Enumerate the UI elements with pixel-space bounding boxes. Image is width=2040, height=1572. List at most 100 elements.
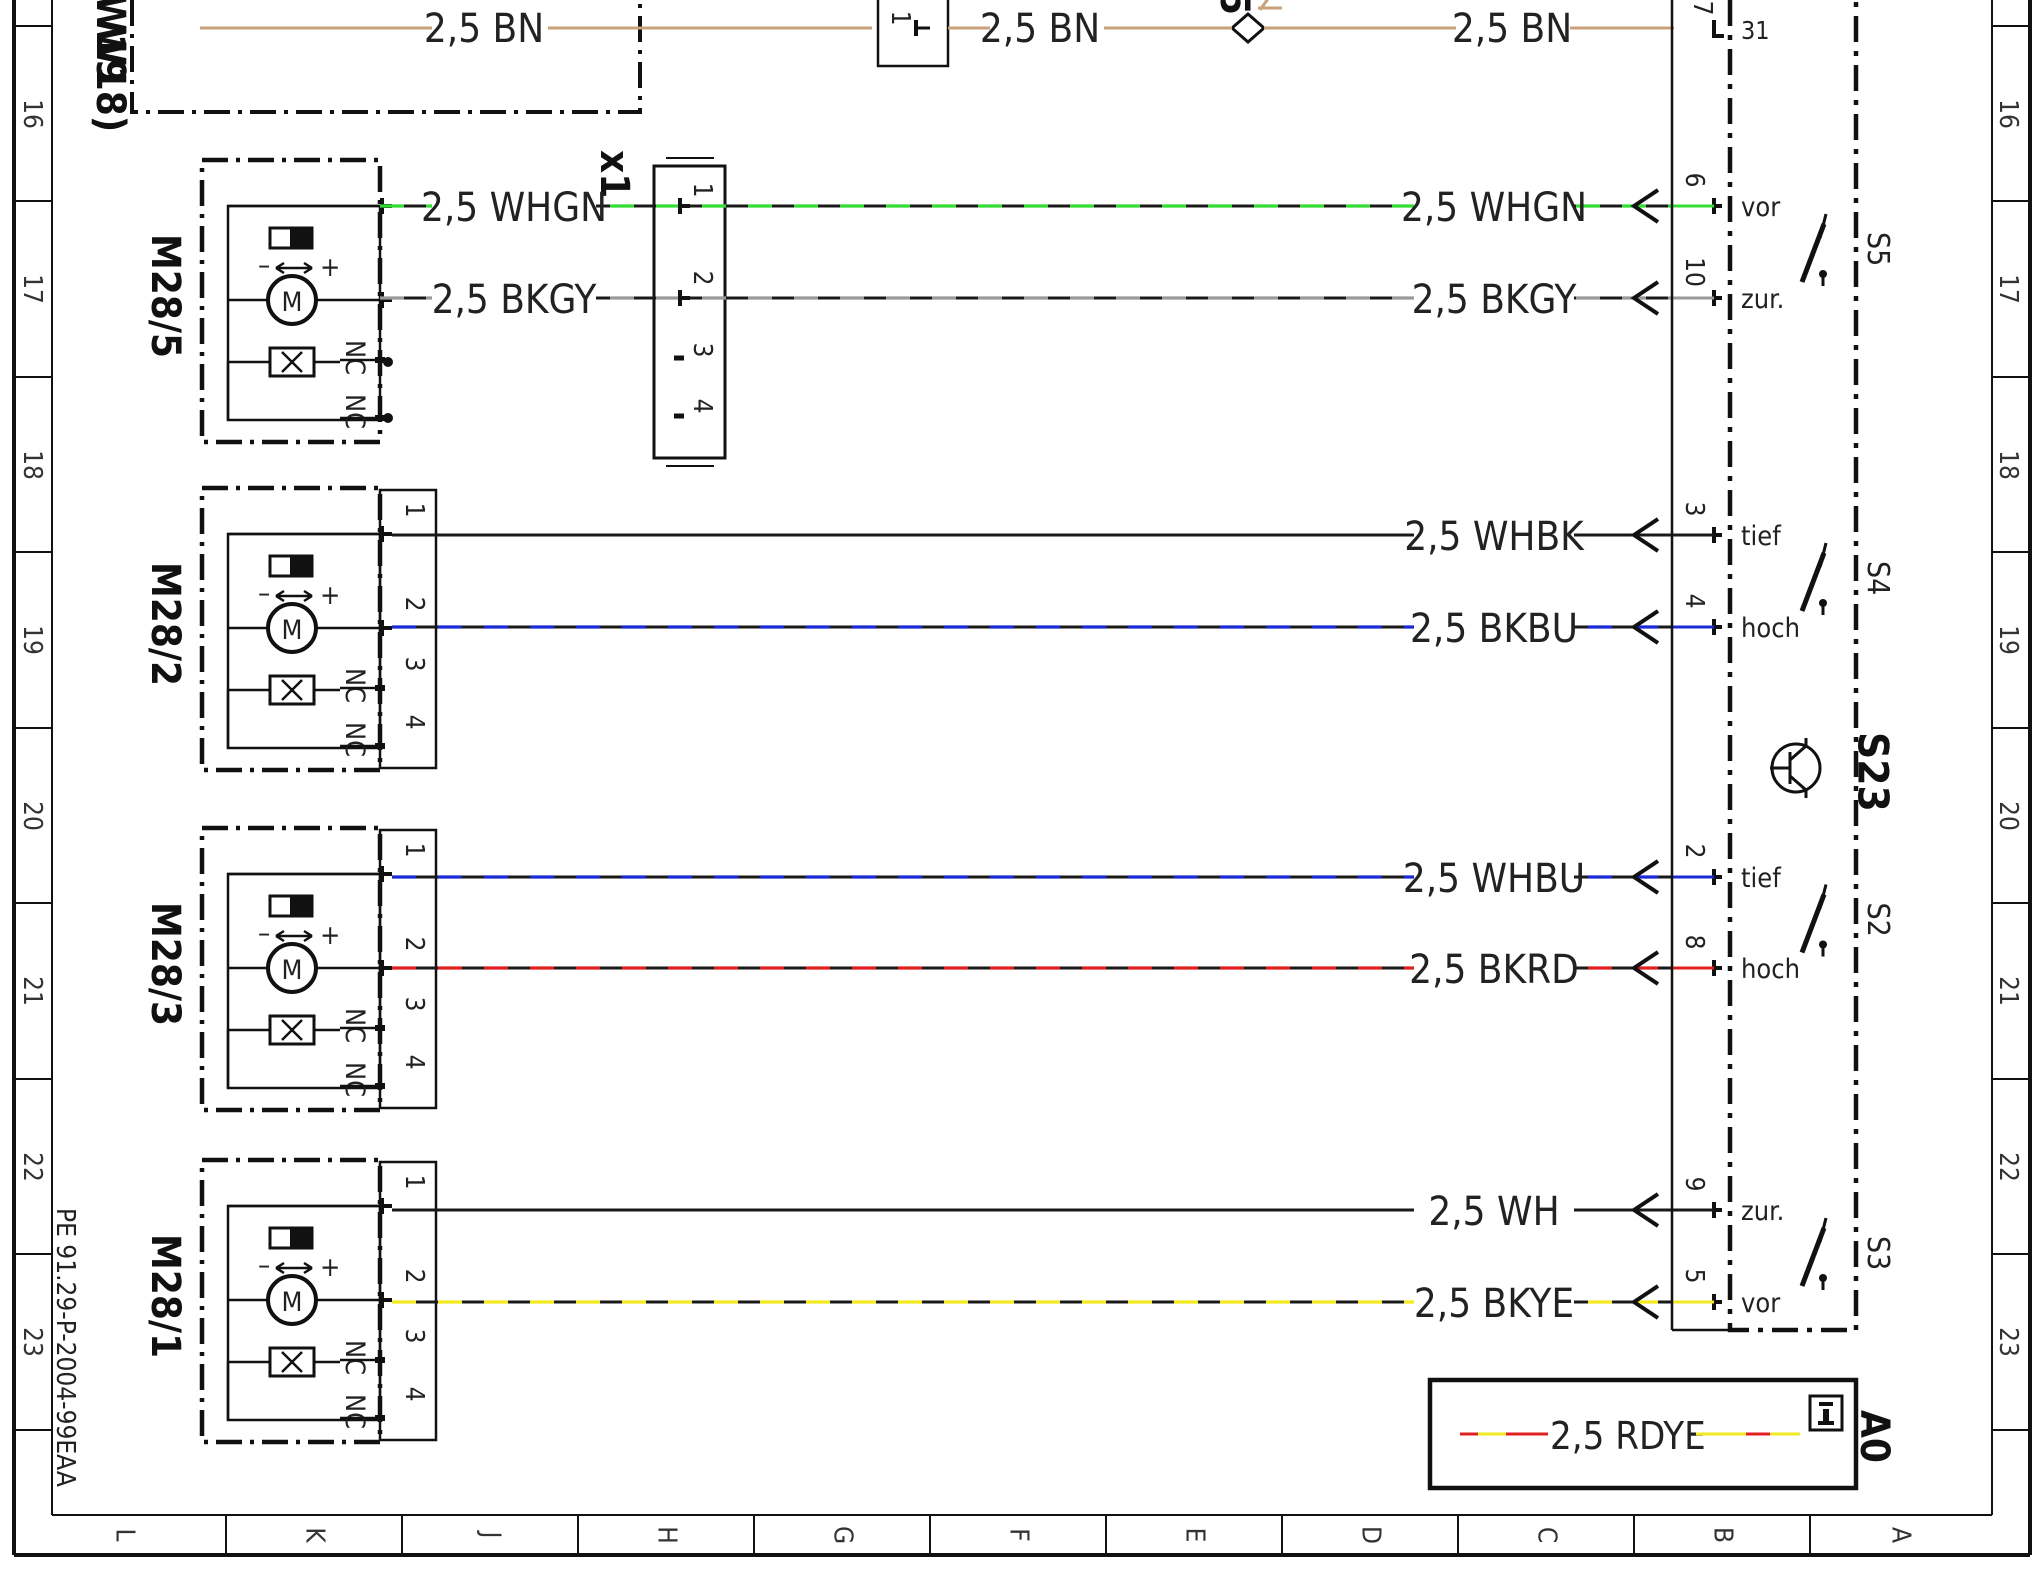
switch-contact-icon: S4	[1799, 542, 1895, 615]
plug-arrow-icon	[1630, 950, 1660, 986]
pin-nc-label: NC	[339, 722, 370, 757]
component-ref-partial: 5	[1211, 0, 1257, 15]
plus-sign: +	[320, 1252, 340, 1283]
component-ref-w19: W19	[87, 0, 133, 84]
switch-contact-icon: S3	[1799, 1217, 1895, 1290]
wire-label-left: 2,5 WHGN	[421, 185, 607, 231]
switch-ref: S3	[1860, 1236, 1895, 1270]
column-letter: C	[1532, 1527, 1562, 1543]
row-number-left: 23	[17, 1327, 47, 1357]
wire-label: 2,5 WHGN	[1401, 185, 1587, 231]
pin-bracket	[914, 20, 1724, 38]
column-letter: D	[1356, 1526, 1386, 1544]
solenoid-cross	[281, 1351, 303, 1373]
switch-stem	[1818, 213, 1828, 239]
motor-pin-number: 4	[399, 715, 429, 730]
row-number-right: 23	[1993, 1327, 2023, 1357]
switch-stem	[1818, 542, 1828, 568]
motor-pin-number: 4	[399, 1055, 429, 1070]
motor-pin-number: 3	[399, 1329, 429, 1344]
pin-bracket	[1712, 1294, 1722, 1310]
motor-pin-number: 3	[399, 997, 429, 1012]
motor-letter: M	[282, 615, 303, 646]
motor-icon	[266, 602, 318, 654]
switch-terminal-label: tief	[1741, 521, 1782, 552]
switch-contact-icon: S5	[1799, 213, 1895, 286]
motor-icon	[266, 274, 318, 326]
switch-terminal-label: zur.	[1741, 284, 1784, 315]
motor-icon	[266, 942, 318, 994]
pin-bracket	[1712, 869, 1722, 885]
motor-icon	[266, 1274, 318, 1326]
row-number-right: 19	[1993, 625, 2023, 655]
connector-ref-x1: x1	[591, 150, 637, 198]
motor-ref: M28/1	[142, 1234, 188, 1358]
pin-nc-label: NC	[339, 394, 370, 429]
plus-sign: +	[320, 580, 340, 611]
pin-bracket	[1712, 290, 1722, 306]
switch-ref: S5	[1860, 232, 1895, 266]
motor-letter: M	[282, 1287, 303, 1318]
motor-ref: M28/5	[142, 234, 188, 358]
switch-pin-number: 2	[1679, 844, 1709, 859]
switch-terminal: 31	[1741, 16, 1770, 45]
direction-arrows-icon	[275, 929, 313, 943]
switch-pin-number: 9	[1679, 1177, 1709, 1192]
row-number-right: 21	[1993, 976, 2023, 1006]
pin-bracket	[1712, 527, 1722, 543]
pin-bracket	[1712, 198, 1722, 214]
direction-arrows-icon	[275, 589, 313, 603]
pin-nc-label: NC	[339, 1008, 370, 1043]
column-letter: A	[1886, 1527, 1916, 1543]
legend-wire-label: 2,5 RDYE	[1550, 1414, 1706, 1458]
wire-label: 2,5 WHBK	[1404, 514, 1585, 560]
pin-mark	[380, 960, 392, 976]
position-sensor-fill	[290, 896, 312, 916]
plus-sign: +	[320, 920, 340, 951]
solenoid-lead	[226, 1028, 340, 1088]
motor-pin-number: 2	[399, 1269, 429, 1284]
wire-label: 2,5 BKGY	[1412, 277, 1578, 323]
column-letter: E	[1180, 1528, 1210, 1543]
row-number-right: 22	[1993, 1152, 2023, 1182]
plug-arrow-icon	[1630, 1192, 1660, 1228]
row-number-left: 21	[17, 976, 47, 1006]
drawing-frame	[12, 0, 2032, 1557]
document-id: PE 91.29-P-2004-99EAA	[50, 1208, 80, 1487]
column-letter: B	[1708, 1527, 1738, 1543]
row-numbers: 16 16 17 17 18 18 19 19 20 20 21 21 22 2…	[17, 99, 2023, 1357]
motor-pin-number: 3	[399, 657, 429, 672]
pin-nc-label: NC	[339, 1340, 370, 1375]
solenoid-lead	[226, 1360, 340, 1420]
minus-sign: –	[258, 578, 270, 609]
x1-pin-mark	[678, 198, 690, 214]
pin-mark	[380, 620, 392, 636]
label-backing	[1414, 1280, 1574, 1324]
label-backing	[1414, 1188, 1574, 1232]
electronic-module-icon	[1770, 738, 1822, 798]
label-backing	[1462, 8, 1562, 48]
motor-pin-number: 1	[399, 503, 429, 518]
wire-label: 2,5 WH	[1428, 1189, 1559, 1235]
direction-arrows-icon	[275, 1261, 313, 1275]
position-sensor-fill	[290, 556, 312, 576]
wire-run: 2,5 WHBK 3 tief	[392, 502, 1782, 560]
row-number-left: 19	[17, 625, 47, 655]
pin-nc-label: NC	[339, 340, 370, 375]
switch-pin-number: 3	[1679, 502, 1709, 517]
label-backing	[1414, 946, 1574, 990]
wire-label: 2,5 BKBU	[1410, 606, 1578, 652]
plus-sign: +	[320, 252, 340, 283]
switch-pin: 7	[1687, 1, 1717, 16]
pin-nc-label: NC	[339, 668, 370, 703]
connector-pin-number: 2	[687, 271, 717, 286]
label-backing	[432, 276, 596, 320]
position-sensor-fill	[290, 228, 312, 248]
motor-ref: M28/2	[142, 562, 188, 686]
row-number-left: 18	[17, 450, 47, 480]
